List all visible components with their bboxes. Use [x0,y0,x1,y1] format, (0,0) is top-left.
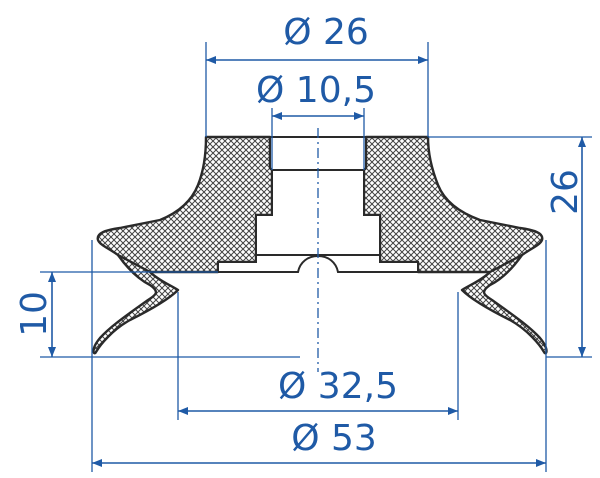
dim-bore-diameter: Ø 10,5 [256,70,376,170]
lower-diameter-label: Ø 32,5 [278,366,398,407]
dim-outer-diameter: Ø 53 [91,240,547,472]
bore-diameter-label: Ø 10,5 [256,70,376,111]
lip-height-label: 10 [14,291,55,337]
section-right-half [362,135,544,274]
dim-lip-height: 10 [14,271,300,358]
dim-lower-diameter: Ø 32,5 [177,292,459,420]
outer-diameter-label: Ø 53 [291,418,377,459]
lip-left [92,253,180,355]
section-left-half [96,135,274,274]
top-diameter-label: Ø 26 [283,12,369,53]
dim-top-diameter: Ø 26 [205,12,429,137]
dim-overall-height: 26 [428,136,592,358]
suction-cup-section [92,135,548,355]
overall-height-label: 26 [545,169,586,215]
